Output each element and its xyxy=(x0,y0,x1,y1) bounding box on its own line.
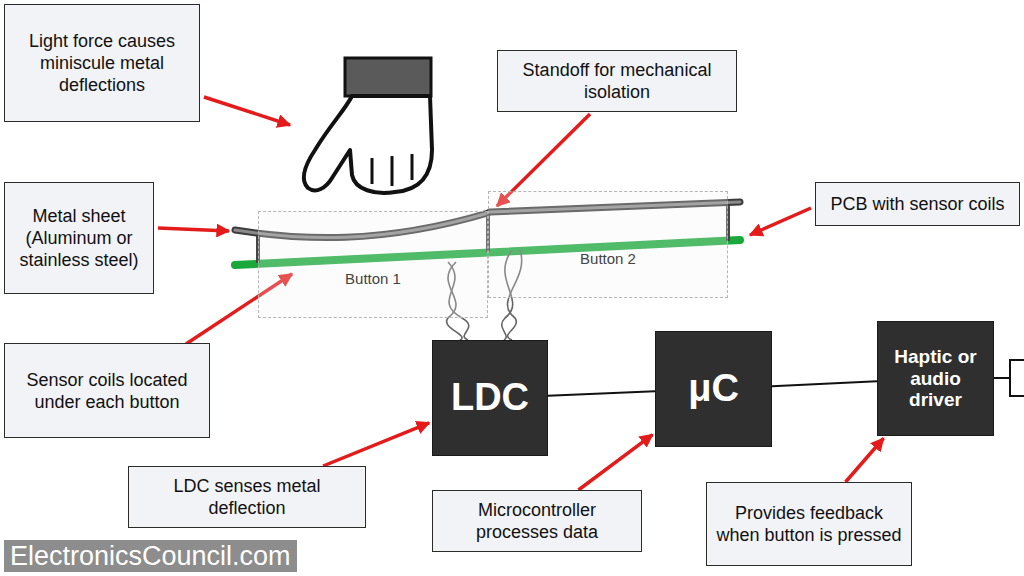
node-text: Light force causes miniscule metal defle… xyxy=(13,30,191,96)
hand-icon xyxy=(304,58,432,193)
callout-box: PCB with sensor coils xyxy=(815,182,1020,226)
node-text: Haptic or audio driver xyxy=(884,346,987,412)
node-text: Provides feedback when button is pressed xyxy=(715,502,903,546)
node-text: Button 2 xyxy=(580,250,636,267)
node-text: Standoff for mechanical isolation xyxy=(506,59,728,103)
node-text: PCB with sensor coils xyxy=(830,193,1004,215)
chip-block: LDC xyxy=(432,340,548,456)
callout-box: Sensor coils located under each button xyxy=(4,343,210,438)
signal-line xyxy=(548,391,655,395)
node-text: Button 1 xyxy=(345,270,401,287)
callout-box: Metal sheet (Aluminum or stainless steel… xyxy=(4,182,154,294)
chip-block: μC xyxy=(655,331,772,447)
leader-arrow xyxy=(158,97,811,344)
node-text: Metal sheet (Aluminum or stainless steel… xyxy=(13,205,145,271)
chip-block: Haptic or audio driver xyxy=(877,321,994,436)
node-text: μC xyxy=(688,367,739,411)
node-text: Microcontroller processes data xyxy=(441,499,633,543)
callout-box: LDC senses metal deflection xyxy=(128,466,366,528)
callout-arrow xyxy=(846,438,884,482)
node-text: Sensor coils located under each button xyxy=(13,369,201,413)
callout-box: Microcontroller processes data xyxy=(432,490,642,552)
watermark: ElectronicsCouncil.com xyxy=(4,540,297,572)
callout-box: Standoff for mechanical isolation xyxy=(497,50,737,112)
callout-arrow xyxy=(578,435,652,490)
button-region: Button 1 xyxy=(258,211,488,318)
signal-line xyxy=(772,381,877,386)
callout-box: Light force causes miniscule metal defle… xyxy=(4,4,200,122)
node-text: LDC xyxy=(451,376,529,420)
node-text: LDC senses metal deflection xyxy=(137,475,357,519)
callout-arrow xyxy=(323,423,429,466)
speaker-connector xyxy=(994,360,1024,396)
callout-box: Provides feedback when button is pressed xyxy=(706,482,912,566)
button-region: Button 2 xyxy=(488,191,728,298)
